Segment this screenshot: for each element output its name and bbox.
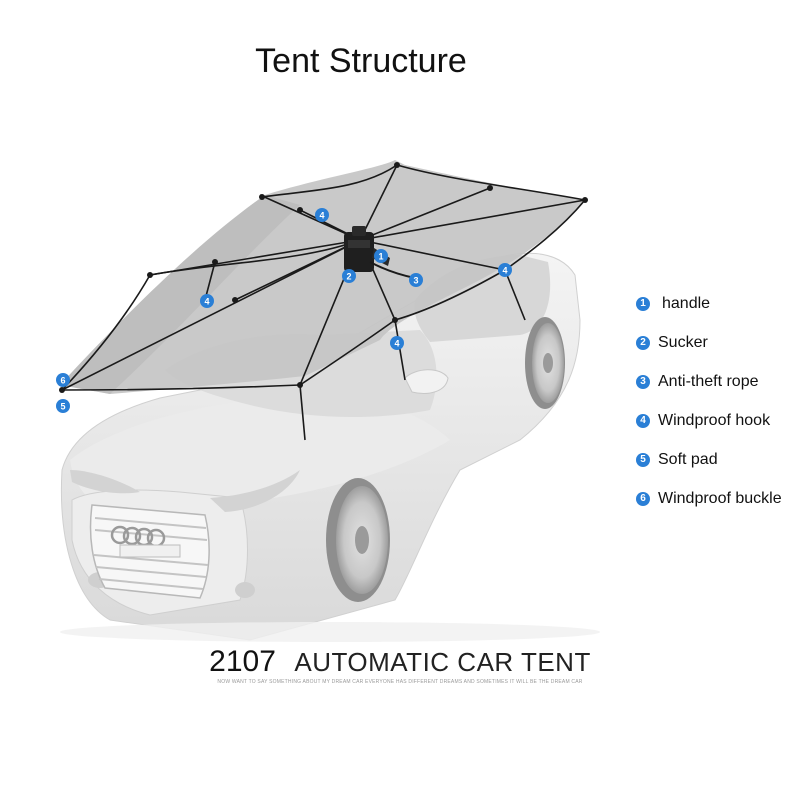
svg-text:4: 4 — [319, 211, 324, 221]
legend-label: Anti-theft rope — [658, 372, 759, 390]
front-wheel — [326, 478, 390, 602]
page-title: Tent Structure — [255, 42, 467, 80]
legend-label: Soft pad — [658, 450, 718, 468]
legend-item-sucker: 2 Sucker — [636, 323, 800, 362]
callout-marker-6: 6 — [56, 373, 70, 387]
parts-legend: 1 handle 2 Sucker 3 Anti-theft rope 4 Wi… — [636, 284, 800, 518]
rear-wheel — [525, 317, 565, 409]
callout-marker-4b: 4 — [498, 263, 512, 277]
tent-canopy — [60, 160, 585, 394]
legend-item-handle: 1 handle — [636, 284, 800, 323]
legend-label: Windproof hook — [658, 411, 771, 429]
callout-marker-4c: 4 — [200, 294, 214, 308]
callout-marker-4a: 4 — [315, 208, 329, 222]
callout-marker-4d: 4 — [390, 336, 404, 350]
product-name: AUTOMATIC CAR TENT — [294, 647, 591, 677]
legend-number-badge: 5 — [636, 452, 650, 467]
legend-item-windproof-buckle: 6 Windproof buckle — [636, 479, 800, 518]
legend-number-badge: 6 — [636, 491, 650, 506]
svg-text:4: 4 — [394, 339, 399, 349]
svg-text:6: 6 — [60, 376, 65, 386]
legend-number-badge: 1 — [636, 296, 650, 311]
callout-marker-1: 1 — [374, 249, 388, 263]
callout-marker-3: 3 — [409, 273, 423, 287]
callout-marker-5: 5 — [56, 399, 70, 413]
legend-label: Windproof buckle — [658, 489, 782, 507]
legend-label: handle — [662, 294, 711, 312]
svg-text:4: 4 — [502, 266, 507, 276]
legend-item-soft-pad: 5 Soft pad — [636, 440, 800, 479]
legend-item-windproof-hook: 4 Windproof hook — [636, 401, 800, 440]
legend-number-badge: 3 — [636, 374, 650, 389]
fine-print: NOW WANT TO SAY SOMETHING ABOUT MY DREAM… — [217, 679, 583, 685]
svg-text:4: 4 — [204, 297, 209, 307]
legend-number-badge: 4 — [636, 413, 650, 428]
svg-text:1: 1 — [378, 252, 383, 262]
ground-shadow — [60, 622, 600, 642]
product-title: 2107 AUTOMATIC CAR TENT — [0, 645, 800, 679]
legend-item-anti-theft-rope: 3 Anti-theft rope — [636, 362, 800, 401]
svg-text:5: 5 — [60, 402, 65, 412]
svg-text:3: 3 — [413, 276, 418, 286]
svg-text:2: 2 — [346, 272, 351, 282]
legend-label: Sucker — [658, 333, 708, 351]
front-grille — [89, 504, 210, 599]
legend-number-badge: 2 — [636, 335, 650, 350]
product-code: 2107 — [209, 645, 276, 678]
tent-frame — [61, 164, 586, 441]
callout-marker-2: 2 — [342, 269, 356, 283]
